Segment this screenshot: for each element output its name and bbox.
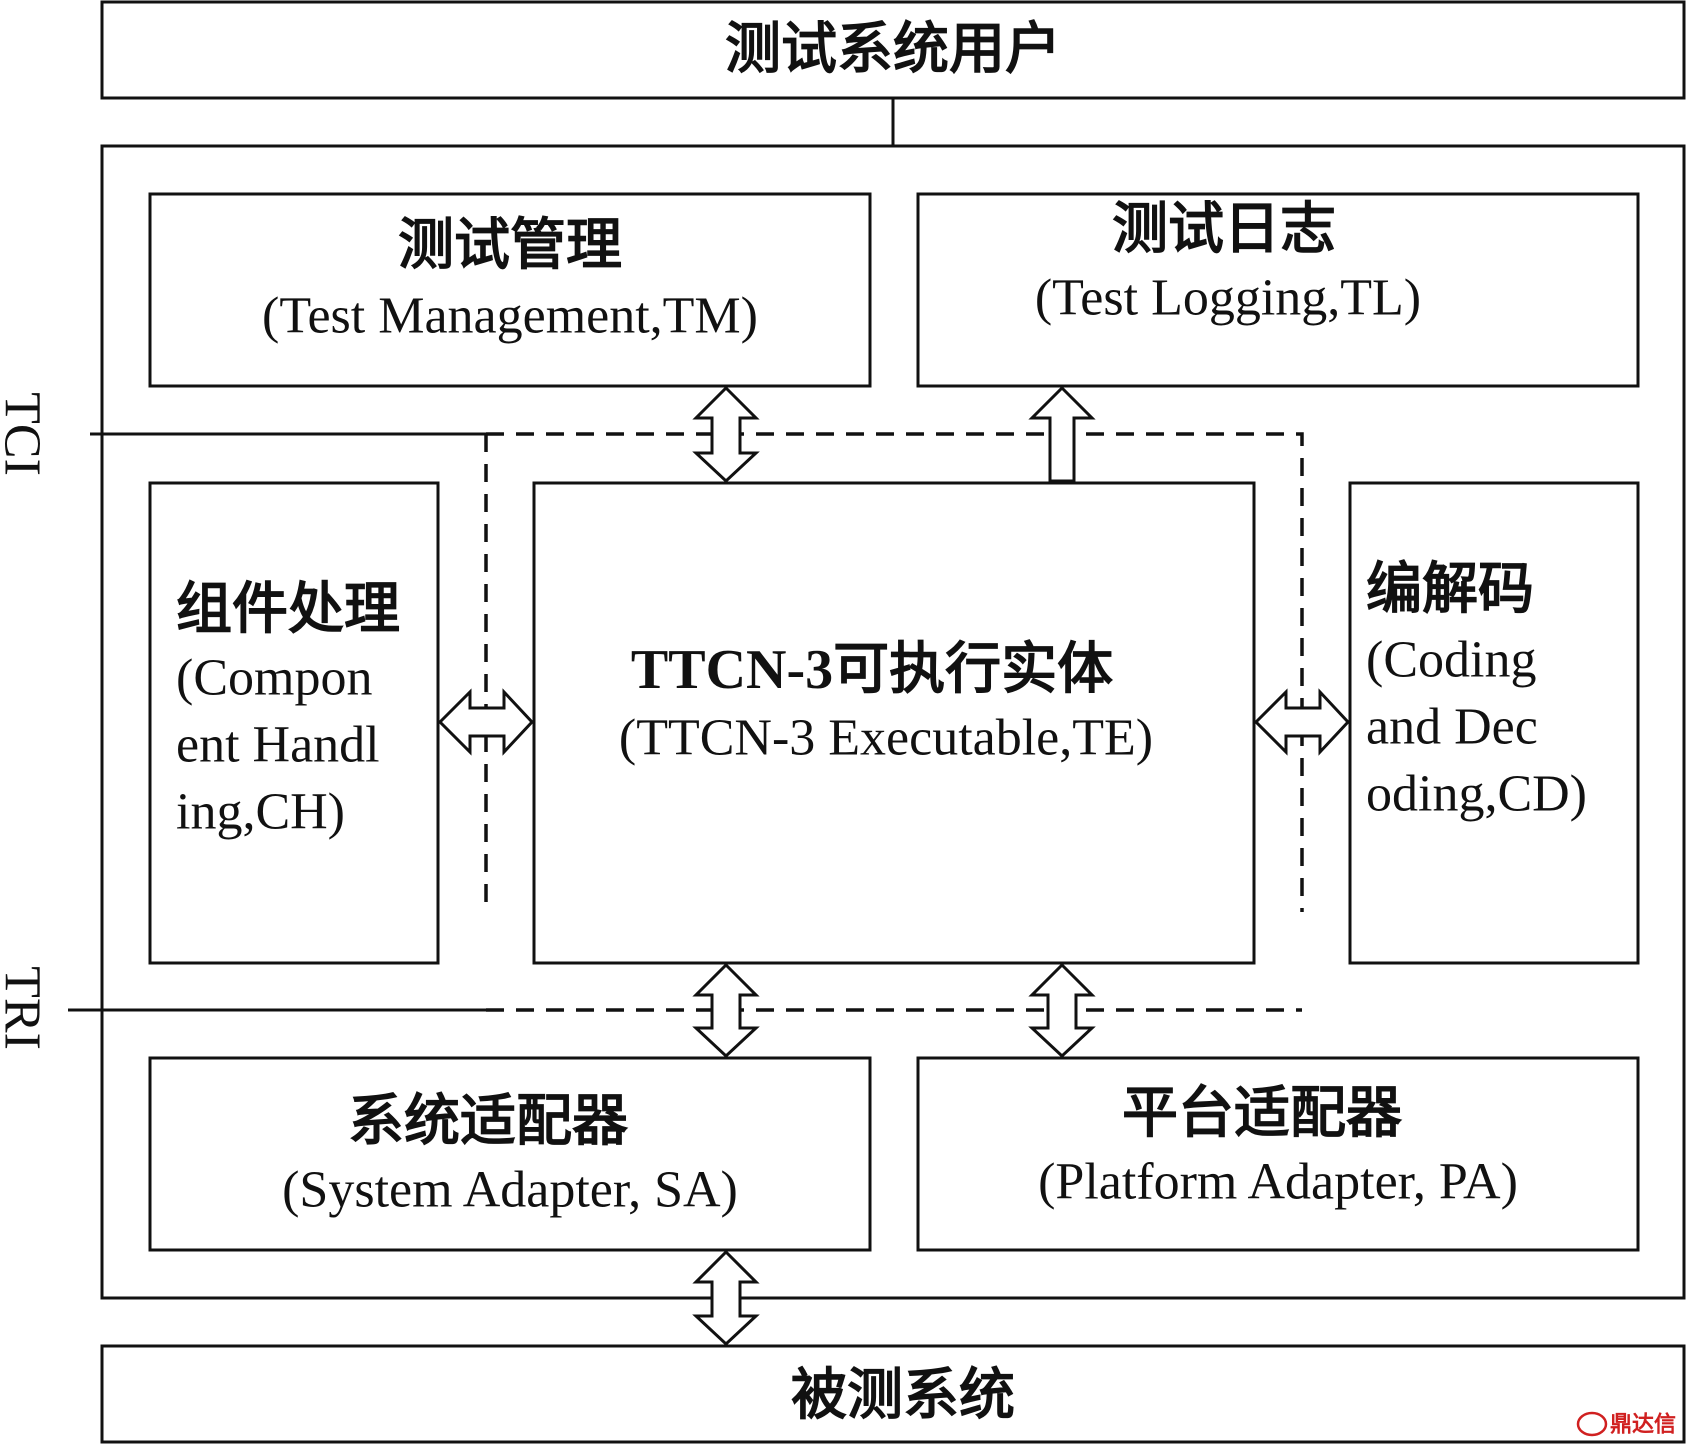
watermark-logo: 鼎达信 [1576, 1411, 1676, 1438]
coding-decoding-en-3: oding,CD) [1366, 766, 1587, 823]
platform-adapter-zh: 平台适配器 [1122, 1083, 1403, 1145]
test-management-box [148, 192, 872, 388]
component-handling-en-3: ing,CH) [176, 784, 345, 841]
test-system-user-box [100, 0, 1686, 100]
sa-sut-double-arrow [692, 1249, 760, 1347]
tci-label: TCI [0, 392, 51, 476]
te-cd-double-arrow [1253, 688, 1351, 756]
test-logging-en: (Test Logging,TL) [1035, 270, 1421, 327]
coding-decoding-en-1: (Coding [1366, 632, 1536, 689]
component-handling-zh: 组件处理 [176, 579, 400, 641]
tri-label: TRI [0, 966, 51, 1050]
coding-decoding-box [1348, 481, 1640, 965]
ttcn3-executable-en: (TTCN-3 Executable,TE) [619, 710, 1153, 767]
test-logging-box [916, 192, 1640, 388]
component-handling-en-1: (Compon [176, 650, 372, 707]
test-management-en: (Test Management,TM) [262, 288, 758, 345]
component-handling-en-2: ent Handl [176, 717, 380, 774]
platform-adapter-en: (Platform Adapter, PA) [1038, 1154, 1518, 1211]
system-adapter-zh: 系统适配器 [348, 1091, 629, 1153]
coding-decoding-zh: 编解码 [1366, 559, 1534, 621]
tci-dashed-top-right [486, 432, 1304, 912]
watermark-icon [1576, 1411, 1608, 1437]
platform-adapter-box [916, 1056, 1640, 1252]
tm-te-double-arrow [692, 385, 760, 484]
system-under-test-label: 被测系统 [791, 1365, 1015, 1427]
test-logging-zh: 测试日志 [1112, 199, 1336, 261]
te-tl-up-arrow [1028, 385, 1096, 483]
system-adapter-en: (System Adapter, SA) [282, 1162, 738, 1219]
test-management-zh: 测试管理 [398, 215, 622, 277]
component-handling-box [148, 481, 440, 965]
ch-te-double-arrow [437, 688, 535, 756]
system-under-test-box [100, 1344, 1686, 1444]
watermark-text: 鼎达信 [1610, 1412, 1676, 1438]
te-pa-double-arrow [1028, 962, 1096, 1059]
te-sa-double-arrow [692, 962, 760, 1059]
test-system-user-label: 测试系统用户 [725, 19, 1061, 81]
ttcn3-executable-zh: TTCN-3可执行实体 [631, 639, 1113, 701]
coding-decoding-en-2: and Dec [1366, 699, 1538, 756]
system-adapter-box [148, 1056, 872, 1252]
ttcn3-executable-box [532, 481, 1256, 965]
